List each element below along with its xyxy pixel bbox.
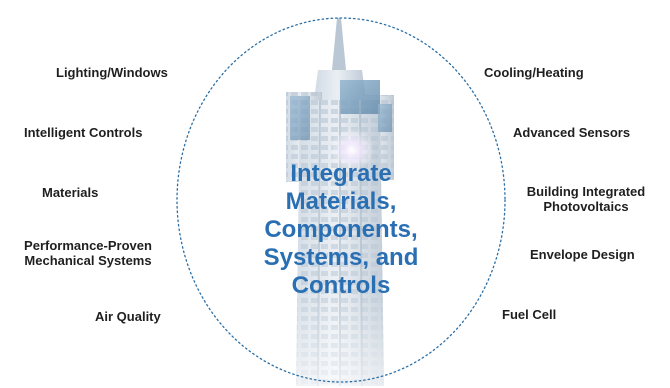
label-bipv: Building Integrated Photovoltaics — [516, 184, 656, 214]
label-intelligent-controls: Intelligent Controls — [24, 125, 143, 140]
label-envelope-design: Envelope Design — [530, 247, 635, 262]
label-bipv-line-2: Photovoltaics — [543, 199, 629, 214]
label-lighting-windows: Lighting/Windows — [56, 65, 168, 80]
label-materials: Materials — [42, 185, 99, 200]
label-advanced-sensors: Advanced Sensors — [513, 125, 631, 140]
center-title-line-2: Materials, — [285, 188, 397, 215]
dotted-ellipse-boundary — [176, 17, 506, 383]
center-title-line-4: Systems, and — [263, 244, 419, 271]
building-illustration — [280, 18, 400, 388]
label-bipv-line-1: Building Integrated — [526, 184, 646, 199]
center-title: Integrate Materials, Components, Systems… — [236, 160, 446, 300]
label-air-quality: Air Quality — [95, 309, 161, 324]
center-title-line-1: Integrate — [290, 160, 392, 187]
label-mechanical-systems: Performance-Proven Mechanical Systems — [8, 238, 168, 268]
label-mechanical-line-2: Mechanical Systems — [24, 253, 152, 268]
center-title-line-5: Controls — [291, 272, 391, 299]
label-fuel-cell: Fuel Cell — [502, 307, 557, 322]
center-title-line-3: Components, — [264, 216, 418, 243]
label-mechanical-line-1: Performance-Proven — [24, 238, 152, 253]
label-cooling-heating: Cooling/Heating — [484, 65, 584, 80]
